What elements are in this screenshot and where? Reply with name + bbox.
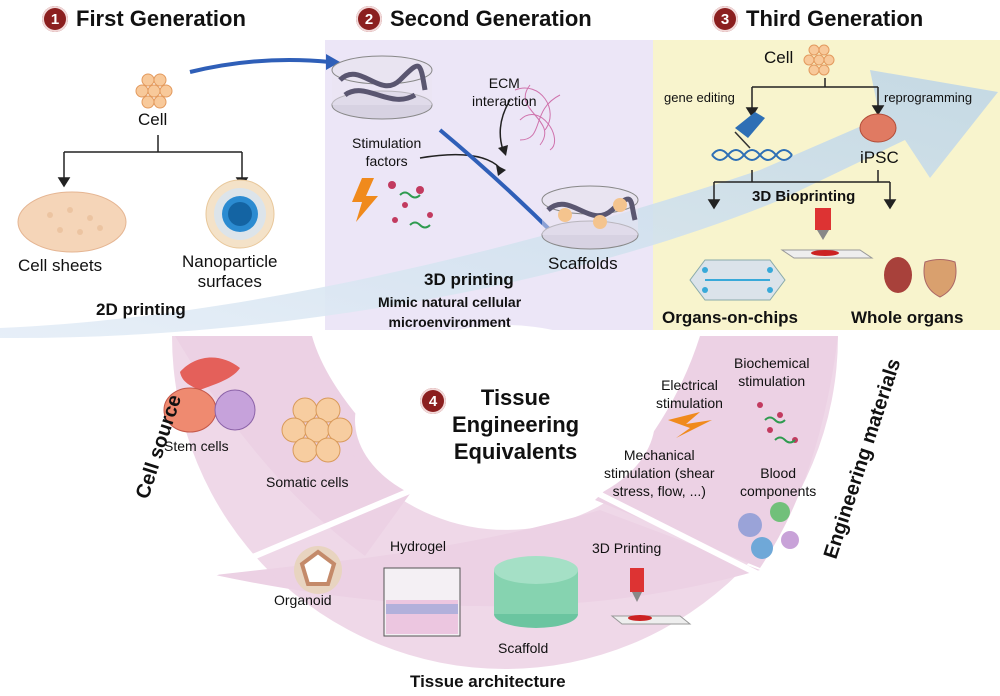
tissue-engineering-title: 4 Tissue Engineering Equivalents: [420, 384, 579, 465]
blood-components-icon: [738, 502, 799, 559]
lightning-icon: [352, 178, 378, 222]
step-badge-3: 3: [712, 6, 738, 32]
3d-printing-label: 3D printing: [424, 270, 514, 289]
organoid-icon: [294, 546, 342, 594]
hydrogel-icon: [383, 567, 461, 637]
scaffold-label: Scaffold: [498, 640, 549, 656]
bioprinter-icon: [780, 208, 874, 259]
scaffold-with-cells-icon: [541, 185, 639, 250]
hydrogel-label: Hydrogel: [390, 538, 447, 554]
stem-cells-icon: [163, 357, 256, 433]
gene-editing-label: gene editing: [664, 90, 735, 105]
organoid-label: Organoid: [274, 592, 332, 608]
2d-printing-label: 2D printing: [96, 300, 186, 319]
scaffold-cylinder-icon: [331, 55, 433, 120]
cell-label: Cell: [138, 110, 168, 129]
whole-organs-icon: [884, 257, 957, 298]
cell-cluster-icon-3: [803, 44, 835, 76]
cell-sheet-icon: [17, 191, 127, 253]
biochemical-icon: [757, 402, 798, 444]
nanoparticle-icon: [205, 179, 275, 249]
scaffolds-label: Scaffolds: [548, 254, 618, 273]
step-badge-4: 4: [420, 388, 446, 414]
step-badge-1: 1: [42, 6, 68, 32]
scaffold-3d-icon: [494, 556, 578, 628]
3d-printing-arch-label: 3D Printing: [592, 540, 662, 556]
ipsc-icon: [859, 113, 897, 143]
somatic-cells-label: Somatic cells: [266, 474, 349, 490]
ecm-fiber-icon: [514, 84, 561, 151]
second-generation-label: Second Generation: [390, 6, 592, 31]
first-generation-label: First Generation: [76, 6, 246, 31]
second-generation-title: 2 Second Generation: [356, 6, 592, 32]
cell-sheets-label: Cell sheets: [18, 256, 103, 275]
gene-editing-icon: [711, 112, 793, 161]
cell-cluster-icon: [135, 73, 173, 109]
step-badge-2: 2: [356, 6, 382, 32]
stimulation-molecules-icon: [388, 181, 433, 229]
whole-organs-label: Whole organs: [851, 308, 964, 327]
ipsc-label: iPSC: [860, 148, 899, 167]
electrical-icon: [668, 412, 712, 438]
organs-on-chips-label: Organs-on-chips: [662, 308, 799, 327]
somatic-cells-icon: [281, 397, 353, 463]
stem-cells-label: Stem cells: [164, 438, 229, 454]
organ-on-chip-icon: [689, 259, 786, 301]
tissue-architecture-label: Tissue architecture: [410, 672, 566, 691]
printer-3d-icon: [610, 568, 692, 625]
third-generation-title: 3 Third Generation: [712, 6, 923, 32]
first-generation-title: 1 First Generation: [42, 6, 246, 32]
cell-label-3: Cell: [764, 48, 794, 67]
third-generation-label: Third Generation: [746, 6, 924, 31]
3d-bioprinting-label: 3D Bioprinting: [752, 188, 856, 205]
progression-arrow: [0, 70, 998, 339]
reprogramming-label: reprogramming: [884, 90, 973, 105]
